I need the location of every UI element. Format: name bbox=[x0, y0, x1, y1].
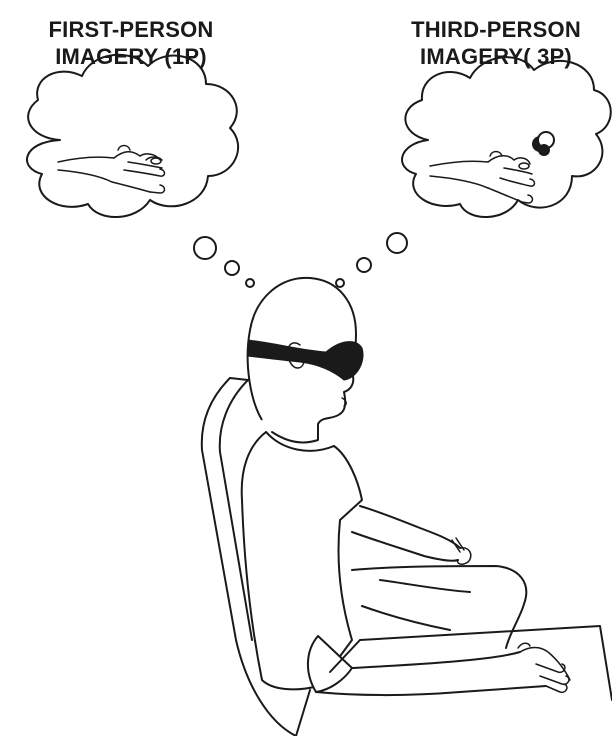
person bbox=[242, 278, 570, 695]
hand-third-person bbox=[430, 152, 535, 204]
thought-cloud-third-person bbox=[402, 57, 611, 217]
observer-eyes-icon bbox=[532, 132, 554, 156]
thought-bubbles-third-person bbox=[336, 233, 407, 287]
thought-bubbles-first-person bbox=[194, 237, 254, 287]
hand-first-person bbox=[58, 146, 165, 194]
thought-cloud-first-person bbox=[27, 55, 238, 217]
